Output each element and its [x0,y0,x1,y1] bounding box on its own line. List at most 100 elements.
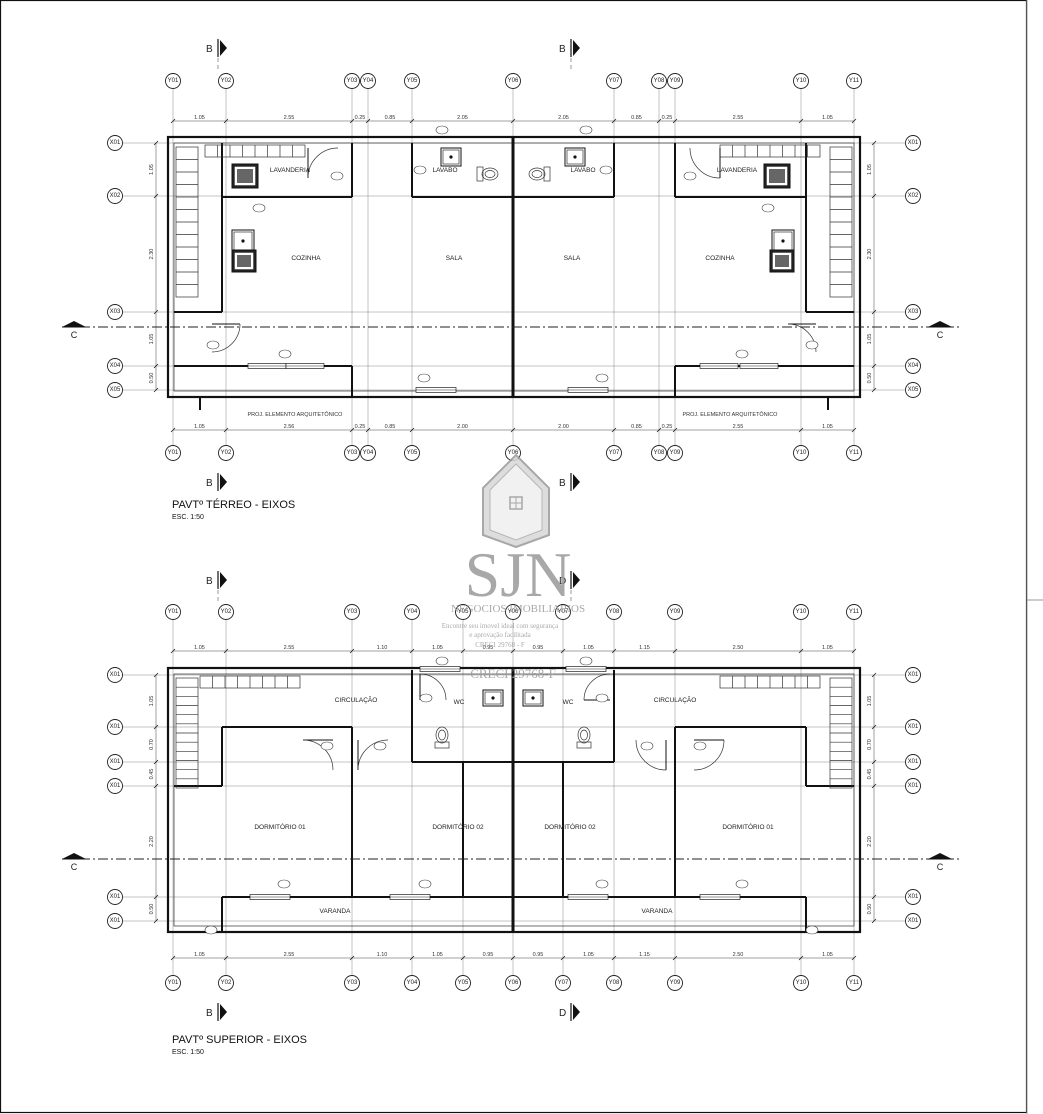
dimension-label: 1.15 [639,952,650,958]
axis-bubble-top: Y07 [555,604,571,620]
dimension-label: 1.05 [432,645,443,651]
section-letter: B [206,1008,213,1019]
axis-id-label: Y08 [654,450,665,456]
section-marker-top: B [559,39,580,57]
axis-bubble-bottom: Y11 [846,975,862,991]
axis-bubble-bottom: Y03 [344,445,360,461]
dimension-label: 2.50 [733,952,744,958]
dimension-label: 0.45 [867,769,873,780]
upper-floor-scale: ESC. 1:50 [172,1049,204,1056]
element-tag [595,879,609,889]
axis-bubble-right: X01 [905,667,921,683]
axis-id-label: X01 [110,724,121,730]
room-label: DORMITÓRIO 01 [254,822,306,831]
axis-bubble-top: Y03 [344,73,360,89]
dimension-label: 2.20 [867,836,873,847]
axis-id-label: X05 [110,387,121,393]
axis-bubble-right: X05 [905,382,921,398]
window [285,363,325,369]
axis-id-label: Y10 [796,450,807,456]
axis-id-label: X05 [908,387,919,393]
axis-bubble-bottom: Y04 [360,445,376,461]
stair-run [199,675,301,689]
ground-floor-scale: ESC. 1:50 [172,514,204,521]
axis-bubble-left: X01 [107,719,123,735]
section-marker-bottom: B [206,473,227,491]
element-tag [595,373,609,383]
right-dimension-chain: 1.050.700.452.200.50 [867,672,877,924]
axis-bubble-top: Y07 [606,73,622,89]
element-tag [330,171,344,181]
section-marker-top: B [206,39,227,57]
axis-bubble-right: X01 [905,719,921,735]
stair-run [829,677,853,789]
element-tag [693,741,707,751]
left-dimension-chain: 1.052.301.050.50 [149,140,159,393]
axis-bubble-left: X01 [107,913,123,929]
dimension-label: 1.05 [822,952,833,958]
axis-bubble-top: Y09 [667,604,683,620]
dimension-label: 0.95 [483,645,494,651]
watermark-brand: SJN [465,539,572,610]
axis-bubble-top: Y06 [505,73,521,89]
element-tag [599,165,613,175]
dimension-label: 1.05 [867,334,873,345]
axis-id-label: X01 [110,759,121,765]
dimension-label: 1.05 [822,115,833,121]
axis-bubble-right: X03 [905,304,921,320]
axis-id-label: Y07 [609,450,620,456]
element-tag [735,349,749,359]
axis-id-label: Y02 [221,78,232,84]
upper-floor-title: PAVTº SUPERIOR - EIXOS [172,1034,307,1046]
axis-bubble-top: Y09 [667,73,683,89]
dimension-label: 1.10 [377,645,388,651]
axis-bubble-left: X01 [107,889,123,905]
element-tag [435,125,449,135]
axis-id-label: X01 [908,894,919,900]
dimension-label: 1.05 [149,164,155,175]
axis-bubble-top: Y08 [651,73,667,89]
axis-id-label: Y05 [407,78,418,84]
axis-id-label: Y09 [670,609,681,615]
axis-id-label: Y05 [458,980,469,986]
dimension-label: 0.85 [385,424,396,430]
element-tag [206,340,220,350]
dimension-label: 0.25 [355,115,366,121]
toilet-icon [434,726,450,749]
element-tag [640,741,654,751]
axis-bubble-bottom: Y08 [651,445,667,461]
element-tag [579,656,593,666]
room-label: VARANDA [320,908,352,915]
room-label: COZINHA [705,255,735,262]
axis-bubble-left: X01 [107,667,123,683]
room-label: WC [454,699,465,706]
axis-bubble-top: Y03 [344,604,360,620]
laundry-tank-icon [231,163,259,189]
axis-id-label: X04 [110,363,121,369]
element-tag [373,741,387,751]
axis-id-label: Y02 [221,980,232,986]
element-tag [417,373,431,383]
section-letter: B [206,576,213,587]
house-logo-icon [482,453,550,549]
window [699,894,741,900]
axis-id-label: Y06 [508,609,519,615]
axis-bubble-top: Y02 [218,73,234,89]
laundry-tank-icon [769,249,795,273]
axis-bubble-right: X01 [905,778,921,794]
section-letter: B [206,44,213,55]
axis-bubble-left: X01 [107,754,123,770]
axis-bubble-right: X02 [905,188,921,204]
axis-bubble-bottom: Y01 [165,975,181,991]
axis-bubble-left: X01 [107,778,123,794]
axis-bubble-bottom: Y02 [218,975,234,991]
stair-run [175,146,199,298]
element-tag [413,165,427,175]
element-tag [435,656,449,666]
sink-icon [522,689,544,707]
sink-icon [771,229,795,253]
axis-bubble-top: Y01 [165,604,181,620]
axis-bubble-left: X01 [107,135,123,151]
watermark-line1: NEGOCIOS IMOBILIARIOS [451,603,585,615]
sink-icon [231,229,255,253]
